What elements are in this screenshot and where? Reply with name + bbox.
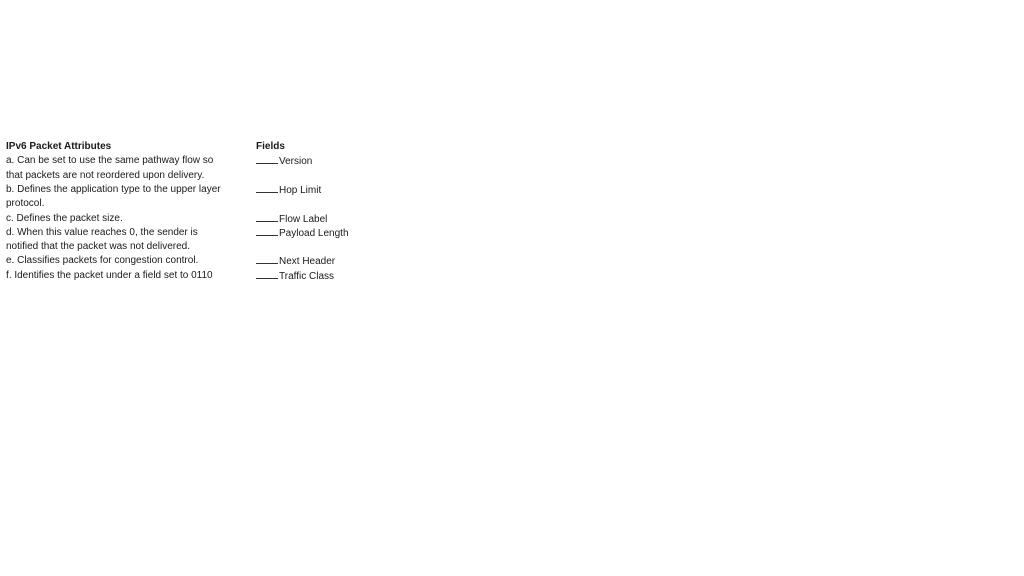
- attribute-d-line-1: d. When this value reaches 0, the sender…: [6, 226, 198, 238]
- fields-heading: Fields: [256, 141, 285, 152]
- answer-blank[interactable]: [256, 269, 278, 279]
- attributes-heading: IPv6 Packet Attributes: [6, 141, 112, 152]
- answer-blank[interactable]: [256, 212, 278, 222]
- attribute-b-line-2: protocol.: [6, 198, 45, 210]
- field-label: Flow Label: [279, 213, 328, 225]
- answer-blank[interactable]: [256, 226, 278, 236]
- attribute-e-line-1: e. Classifies packets for congestion con…: [6, 255, 199, 267]
- field-label: Traffic Class: [279, 270, 335, 282]
- field-label: Version: [279, 156, 313, 168]
- answer-blank[interactable]: [256, 254, 278, 265]
- field-hop-limit: Hop Limit: [256, 183, 321, 198]
- field-label: Next Header: [279, 256, 336, 268]
- attribute-a-line-1: a. Can be set to use the same pathway fl…: [6, 155, 214, 167]
- field-payload-length: Payload Length: [256, 226, 349, 241]
- attribute-d-line-2: notified that the packet was not deliver…: [6, 241, 191, 253]
- answer-blank[interactable]: [256, 183, 278, 193]
- attribute-f-line-1: f. Identifies the packet under a field s…: [6, 269, 213, 281]
- field-next-header: Next Header: [256, 254, 335, 269]
- answer-blank[interactable]: [256, 154, 278, 165]
- field-label: Hop Limit: [279, 184, 322, 196]
- attribute-b-line-1: b. Defines the application type to the u…: [6, 183, 221, 195]
- field-flow-label: Flow Label: [256, 212, 327, 227]
- attribute-c-line-1: c. Defines the packet size.: [6, 212, 123, 224]
- field-label: Payload Length: [279, 227, 349, 239]
- attribute-a-line-2: that packets are not reordered upon deli…: [6, 169, 205, 181]
- field-version: Version: [256, 154, 312, 169]
- field-traffic-class: Traffic Class: [256, 269, 334, 284]
